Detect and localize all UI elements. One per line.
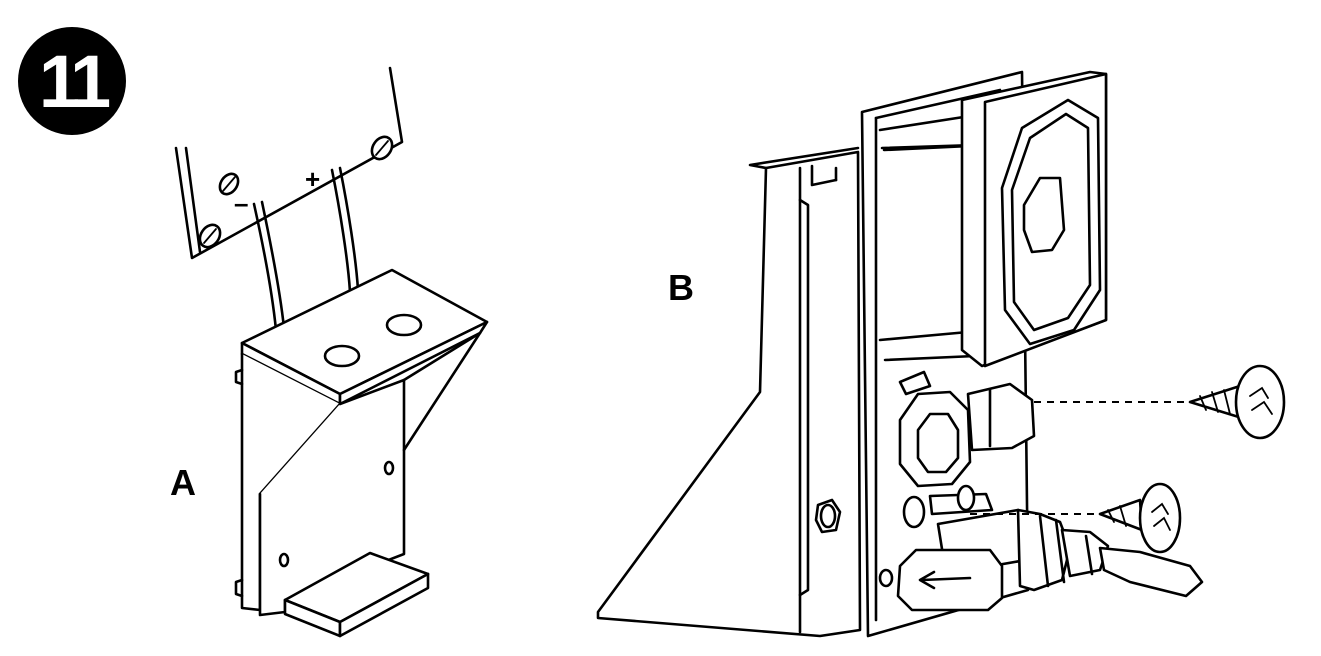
minus-terminal-mark: – [234, 188, 248, 218]
gas-connector [878, 484, 1204, 612]
plus-terminal-mark: + [305, 164, 320, 194]
mounting-bracket-a [234, 268, 489, 638]
wires [252, 166, 360, 332]
mounting-bracket-b [596, 146, 862, 638]
label-a: A [170, 462, 196, 503]
wood-screw-upper [1034, 364, 1286, 440]
valve-fitting [898, 370, 1036, 488]
coil-housing [960, 70, 1108, 368]
screw-icon [198, 223, 222, 249]
step-number-badge: 11 [18, 27, 126, 135]
wood-screw-lower [970, 482, 1182, 554]
step-number: 11 [38, 39, 111, 123]
label-b: B [668, 267, 694, 308]
terminal-plate: – + [174, 66, 404, 260]
screw-icon [218, 172, 240, 196]
figure-a: – + [174, 66, 489, 638]
screw-icon [370, 135, 394, 161]
figure-b [596, 70, 1286, 638]
screw-icon [814, 498, 842, 534]
